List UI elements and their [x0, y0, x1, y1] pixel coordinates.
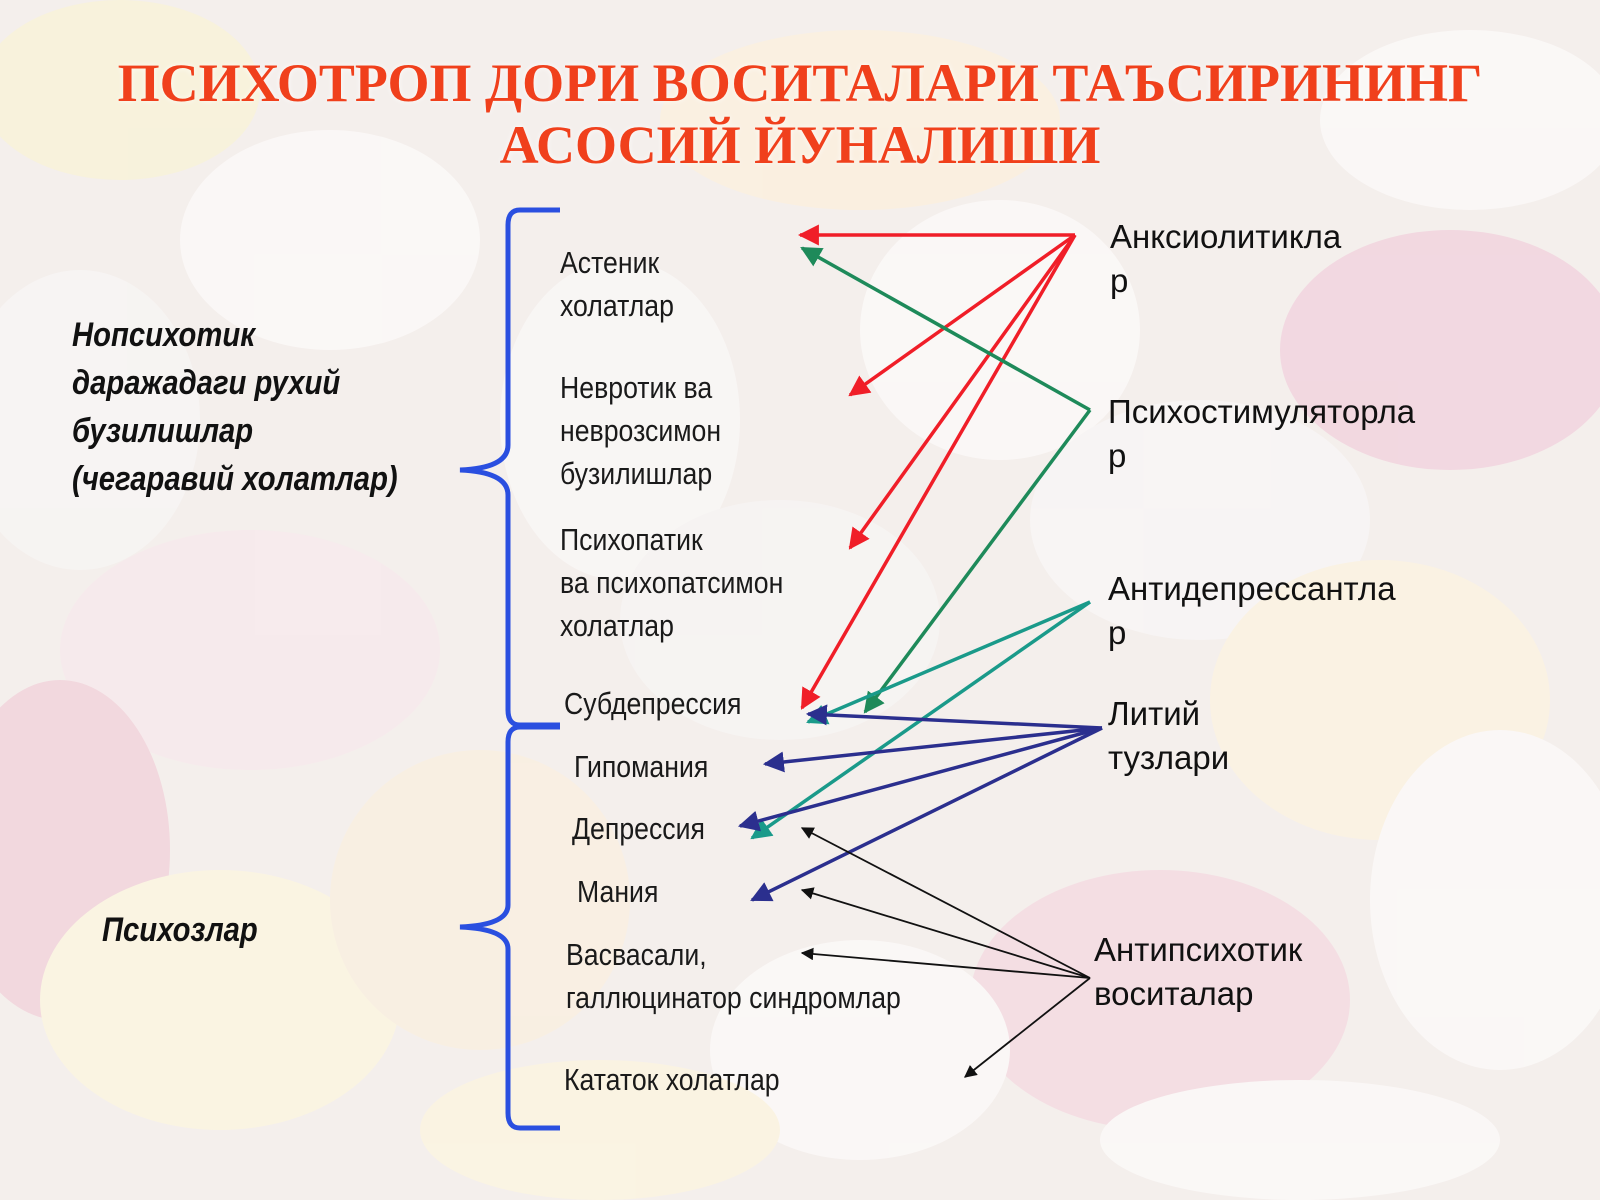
- drug-psychostimulants-line-2: р: [1108, 437, 1127, 474]
- arrow-antipsychotics-mania: [800, 887, 1091, 979]
- group-nonpsychotic-line-1: Нопсихотик: [72, 316, 256, 354]
- drug-antidepressants-line-2: р: [1108, 614, 1127, 651]
- drug-lithium-line-2: тузлари: [1108, 739, 1230, 776]
- condition-psychopathic-line-3: холатлар: [560, 608, 674, 643]
- condition-asthenic-line-1: Астеник: [560, 245, 660, 280]
- group-psychoses-line-1: Психозлар: [102, 911, 258, 949]
- title-line-2: АСОСИЙ ЙУНАЛИШИ: [499, 115, 1101, 175]
- condition-neurotic-line-3: бузилишлар: [560, 456, 713, 491]
- condition-asthenic: Астеник холатлар: [560, 241, 674, 327]
- condition-mania: Мания: [577, 870, 658, 913]
- condition-hypomania-line-1: Гипомания: [574, 749, 709, 784]
- condition-catatonic: Кататок холатлар: [564, 1058, 780, 1101]
- arrow-antipsychotics-depression: [800, 827, 1091, 979]
- condition-depression: Депрессия: [572, 807, 705, 850]
- arrow-lithium-hypomania: [762, 726, 1103, 773]
- drug-antipsychotics-line-1: Антипсихотик: [1094, 931, 1303, 968]
- condition-asthenic-line-2: холатлар: [560, 288, 674, 323]
- condition-psychopathic-line-2: ва психопатсимон: [560, 565, 784, 600]
- condition-delusional: Васвасали, галлюцинатор синдромлар: [566, 933, 901, 1019]
- group-nonpsychotic-line-2: даражадаги рухий: [72, 364, 341, 402]
- condition-subdepression: Субдепрессия: [564, 682, 741, 725]
- condition-neurotic-line-1: Невротик ва: [560, 370, 713, 405]
- arrow-lithium-depression: [737, 726, 1103, 832]
- drug-lithium: Литий тузлари: [1108, 692, 1229, 780]
- drug-antipsychotics-line-2: воситалар: [1094, 975, 1254, 1012]
- group-nonpsychotic-line-4: (чегаравий холатлар): [72, 460, 398, 498]
- group-nonpsychotic-line-3: бузилишлар: [72, 412, 254, 450]
- arrow-anxiolytics-psychopathic: [848, 233, 1077, 550]
- condition-depression-line-1: Депрессия: [572, 811, 705, 846]
- drug-antidepressants-line-1: Антидепрессантла: [1108, 570, 1396, 607]
- arrow-lithium-subdepression: [805, 704, 1103, 730]
- drug-antidepressants: Антидепрессантла р: [1108, 567, 1396, 655]
- arrow-psychostimulants-asthenic: [800, 246, 1091, 412]
- condition-neurotic: Невротик ва неврозсимон бузилишлар: [560, 366, 721, 495]
- drug-psychostimulants: Психостимуляторла р: [1108, 390, 1415, 478]
- condition-psychopathic: Психопатик ва психопатсимон холатлар: [560, 518, 783, 647]
- drug-psychostimulants-line-1: Психостимуляторла: [1108, 393, 1416, 430]
- condition-delusional-line-1: Васвасали,: [566, 937, 707, 972]
- page-title: ПСИХОТРОП ДОРИ ВОСИТАЛАРИ ТАЪСИРИНИНГ АС…: [0, 52, 1600, 176]
- arrow-anxiolytics-neurotic: [848, 233, 1077, 397]
- title-line-1: ПСИХОТРОП ДОРИ ВОСИТАЛАРИ ТАЪСИРИНИНГ: [117, 53, 1483, 113]
- condition-psychopathic-line-1: Психопатик: [560, 522, 703, 557]
- arrow-antipsychotics-catatonic: [964, 977, 1091, 1078]
- condition-mania-line-1: Мания: [577, 874, 659, 909]
- condition-hypomania: Гипомания: [574, 745, 708, 788]
- condition-delusional-line-2: галлюцинатор синдромлар: [566, 980, 901, 1015]
- arrow-antidepressants-subdepression: [806, 600, 1091, 725]
- drug-anxiolytics: Анксиолитикла р: [1110, 215, 1341, 303]
- group-nonpsychotic: Нопсихотик даражадаги рухий бузилишлар (…: [72, 311, 398, 503]
- brace-psychoses: [459, 724, 560, 1131]
- drug-antipsychotics: Антипсихотик воситалар: [1094, 928, 1302, 1016]
- condition-catatonic-line-1: Кататок холатлар: [564, 1062, 780, 1097]
- condition-neurotic-line-2: неврозсимон: [560, 413, 722, 448]
- arrow-lithium-mania: [750, 726, 1103, 902]
- arrow-anxiolytics-subdepression: [800, 234, 1077, 710]
- group-psychoses: Психозлар: [102, 906, 258, 954]
- drug-anxiolytics-line-2: р: [1110, 262, 1129, 299]
- drug-lithium-line-1: Литий: [1108, 695, 1201, 732]
- condition-subdepression-line-1: Субдепрессия: [564, 686, 742, 721]
- drug-anxiolytics-line-1: Анксиолитикла: [1110, 218, 1342, 255]
- arrow-psychostimulants-subdepression: [863, 408, 1092, 714]
- arrow-antipsychotics-delusional: [800, 947, 1091, 979]
- brace-nonpsychotic: [459, 207, 560, 728]
